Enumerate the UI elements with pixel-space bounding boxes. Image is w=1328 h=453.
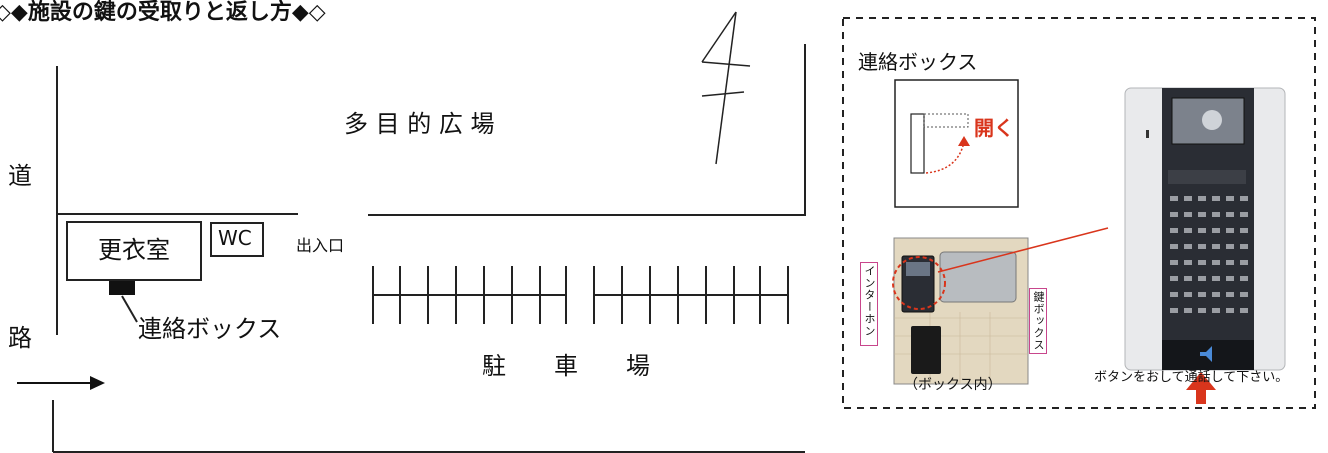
parking-label: 駐 車 場: [482, 352, 650, 380]
door-swing-arrowhead: [958, 136, 970, 146]
detail-frame: [842, 17, 1316, 409]
road-label-bottom: 路: [8, 324, 32, 352]
parking-fence-left: [372, 266, 567, 324]
red-up-arrow-icon: [1186, 372, 1216, 404]
entrance-label: 出入口: [296, 236, 345, 255]
contact-box-marker: [109, 281, 135, 295]
contact-box-leader: [121, 295, 138, 323]
road-label-top: 道: [8, 162, 32, 190]
key-box-unit: [939, 251, 1017, 303]
door-open-outline: [923, 113, 969, 128]
connector-line: [937, 227, 1109, 273]
key-box-tag: 鍵ボックス: [1029, 288, 1047, 354]
door-panel: [910, 113, 925, 174]
instruction-text: ボタンをおして通話して下さい。: [1094, 370, 1289, 385]
direction-arrow-icon: [17, 376, 105, 390]
north-arrow-icon: [701, 11, 751, 165]
inside-box-caption: （ボックス内）: [904, 377, 1002, 393]
changing-room-label: 更衣室: [98, 236, 170, 264]
page-title: ◇◆施設の鍵の受取りと返し方◆◇: [0, 0, 326, 25]
wc-rect: [210, 222, 264, 257]
detail-heading: 連絡ボックス: [858, 50, 978, 74]
parking-fence-right: [593, 266, 789, 324]
keypad-grid: [1170, 196, 1248, 313]
intercom-highlight: [892, 256, 946, 310]
open-label: 開く: [974, 116, 1014, 140]
lockbox-small: [911, 326, 941, 374]
wc-label: WC: [218, 226, 252, 250]
intercom-tag: インターホン: [860, 262, 878, 346]
contact-box-label: 連絡ボックス: [138, 315, 282, 343]
plaza-label: 多 目 的 広 場: [344, 110, 495, 138]
door-swing-arc: [925, 141, 965, 174]
changing-room-rect: [66, 221, 202, 281]
